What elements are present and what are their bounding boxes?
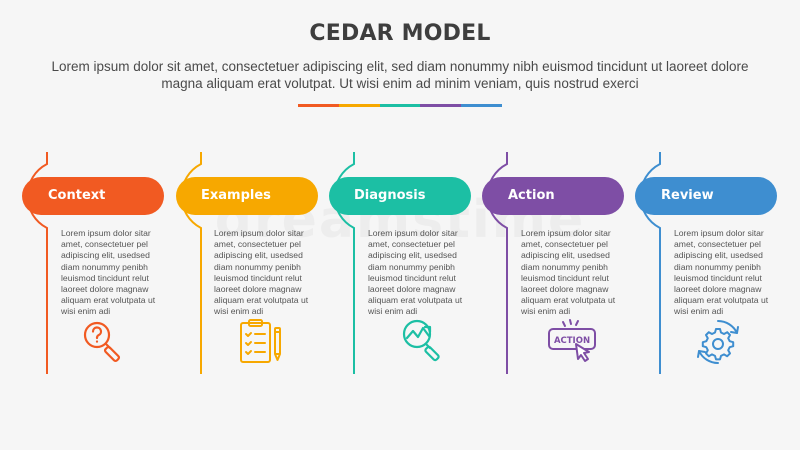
magnifier-question-icon	[83, 321, 121, 363]
step-description-diagnosis: Lorem ipsum dolor sitar amet, consectetu…	[368, 228, 463, 317]
step-frame-diagnosis	[329, 152, 471, 374]
action-button-click-icon: ACTION	[548, 319, 596, 362]
step-frame-context	[22, 152, 164, 374]
step-pill	[22, 177, 164, 215]
clipboard-checklist-icon	[240, 319, 281, 363]
page-title: CEDAR MODEL	[309, 21, 491, 46]
action-icon-text: ACTION	[554, 336, 590, 346]
step-frame-examples	[176, 152, 318, 374]
magnifier-chart-icon	[402, 319, 440, 362]
divider-segment	[461, 104, 502, 107]
step-label-diagnosis: Diagnosis	[354, 188, 426, 203]
step-label-action: Action	[508, 188, 555, 203]
page-subtitle: Lorem ipsum dolor sit amet, consectetuer…	[51, 59, 749, 91]
step-description-examples: Lorem ipsum dolor sitar amet, consectetu…	[214, 228, 309, 317]
step-pill	[635, 177, 777, 215]
divider-segment	[298, 104, 339, 107]
divider-segment	[420, 104, 462, 107]
step-pill	[176, 177, 318, 215]
step-label-examples: Examples	[201, 188, 271, 203]
divider-segment	[379, 104, 421, 107]
step-description-review: Lorem ipsum dolor sitar amet, consectetu…	[674, 228, 769, 317]
gear-cycle-icon	[697, 319, 739, 365]
step-pill	[482, 177, 624, 215]
step-pill	[329, 177, 471, 215]
step-frame-review	[635, 152, 777, 374]
step-description-action: Lorem ipsum dolor sitar amet, consectetu…	[521, 228, 616, 317]
step-frame-action	[482, 152, 624, 374]
color-divider	[298, 104, 502, 107]
step-label-review: Review	[661, 188, 714, 203]
step-description-context: Lorem ipsum dolor sitar amet, consectetu…	[61, 228, 156, 317]
divider-segment	[338, 104, 380, 107]
step-label-context: Context	[48, 188, 106, 203]
